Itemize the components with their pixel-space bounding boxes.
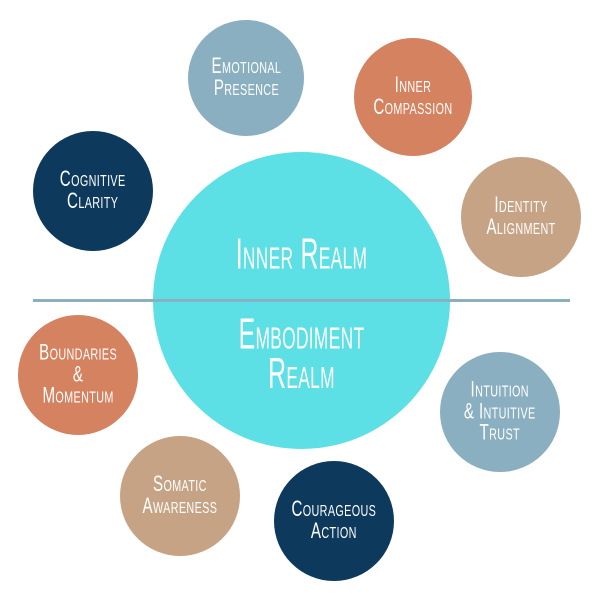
node-somatic-awareness: Somatic Awareness — [120, 436, 240, 556]
node-inner-compassion: Inner Compassion — [354, 38, 472, 156]
node-cognitive-clarity: Cognitive Clarity — [33, 131, 153, 251]
node-label: Cognitive Clarity — [60, 167, 126, 214]
node-label: Inner Compassion — [373, 73, 453, 120]
node-boundaries-momentum: Boundaries & Momentum — [18, 315, 138, 435]
realm-divider — [33, 299, 570, 302]
node-identity-alignment: Identity Alignment — [461, 157, 581, 277]
node-emotional-presence: Emotional Presence — [188, 20, 304, 136]
node-label: Boundaries & Momentum — [39, 340, 117, 408]
node-label: Somatic Awareness — [142, 472, 218, 519]
inner-realm-label: Inner Realm — [235, 229, 368, 279]
node-label: Courageous Action — [291, 497, 377, 544]
node-intuition-trust: Intuition & Intuitive Trust — [440, 352, 560, 472]
node-label: Emotional Presence — [211, 54, 281, 101]
node-courageous-action: Courageous Action — [274, 461, 394, 581]
node-label: Intuition & Intuitive Trust — [464, 377, 536, 445]
node-label: Identity Alignment — [486, 193, 556, 240]
embodiment-realm-label: Embodiment Realm — [238, 310, 365, 398]
